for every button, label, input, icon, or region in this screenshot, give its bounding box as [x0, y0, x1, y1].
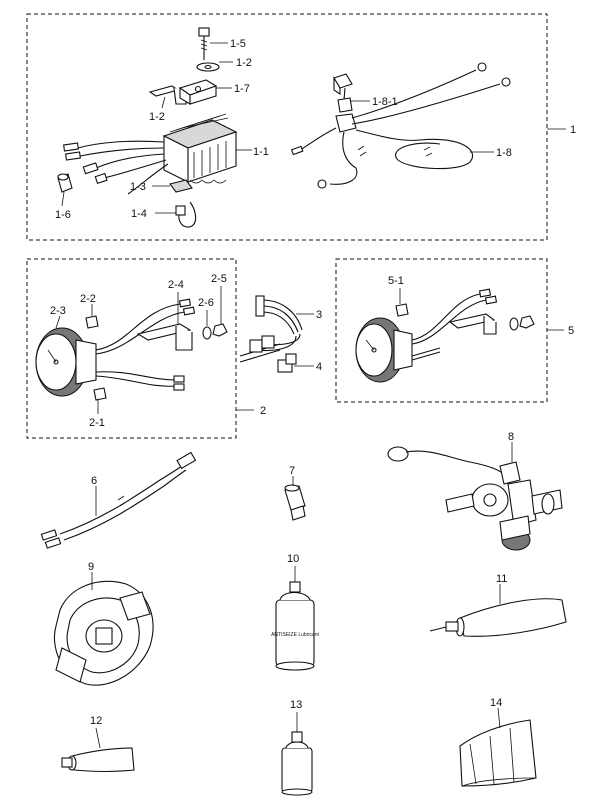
bulb-5-1	[395, 303, 409, 317]
terminal-1-7	[178, 79, 218, 105]
group-5-frame	[335, 258, 548, 403]
callout-13: 13	[290, 699, 302, 711]
bolt-1-5	[198, 27, 210, 60]
pad-1-3	[169, 179, 193, 193]
callout-11: 11	[496, 573, 507, 585]
tube-11	[429, 598, 567, 637]
can-label: ANTISEIZE Lubricant	[271, 632, 319, 638]
group-2-frame	[26, 258, 237, 439]
callout-1-7: 1-7	[234, 83, 250, 95]
washer-1-2-top	[196, 62, 220, 72]
callout-5: 5	[568, 325, 574, 337]
callout-10: 10	[287, 553, 299, 565]
bag-14	[459, 719, 537, 787]
wire-harness-1-8	[290, 62, 511, 189]
callout-2-3: 2-3	[50, 305, 66, 317]
bulb-2-2	[85, 315, 99, 329]
connector-4	[277, 353, 297, 373]
callout-5-1: 5-1	[388, 275, 404, 287]
callout-4: 4	[316, 361, 322, 373]
callout-1-2-top: 1-2	[236, 57, 252, 69]
callout-1-1: 1-1	[253, 146, 269, 158]
can-13	[281, 731, 313, 796]
callout-1-4: 1-4	[131, 208, 147, 220]
rectifier-1-1	[162, 113, 238, 184]
rectifier-wires	[63, 140, 169, 195]
can-10: ANTISEIZE Lubricant	[271, 581, 320, 671]
tester-8	[387, 446, 563, 551]
callout-1-2-left: 1-2	[149, 111, 165, 123]
callout-1-3: 1-3	[130, 181, 146, 193]
callout-3: 3	[316, 309, 322, 321]
callout-2: 2	[260, 405, 266, 417]
callout-1-6: 1-6	[55, 209, 71, 221]
gauge-wires-2	[95, 298, 196, 391]
callout-1: 1	[570, 124, 576, 136]
callout-2-6: 2-6	[198, 297, 214, 309]
callout-1-8-1: 1-8-1	[372, 96, 398, 108]
group-1-frame	[26, 13, 548, 241]
cap-1-6	[57, 173, 73, 193]
plug-7	[284, 484, 306, 521]
callout-14: 14	[490, 697, 502, 709]
cable-6	[40, 451, 197, 549]
callout-1-5: 1-5	[230, 38, 246, 50]
gauge-5	[355, 288, 535, 383]
callout-2-2: 2-2	[80, 293, 96, 305]
callout-2-4: 2-4	[168, 279, 184, 291]
callout-7: 7	[289, 465, 295, 477]
nut-2-5	[212, 323, 228, 337]
clamp-1-4	[175, 201, 197, 228]
callout-1-8: 1-8	[496, 147, 512, 159]
bulb-2-1	[93, 387, 107, 401]
callout-12: 12	[90, 715, 102, 727]
callout-6: 6	[91, 475, 97, 487]
washer-2-6	[202, 326, 212, 340]
clutch-9	[54, 580, 154, 686]
bracket-2-4	[136, 323, 193, 351]
callout-9: 9	[88, 561, 94, 573]
callout-8: 8	[508, 431, 514, 443]
gauge-2-3	[35, 327, 97, 397]
tube-12	[61, 747, 135, 773]
callout-2-1: 2-1	[89, 417, 105, 429]
callout-2-5: 2-5	[211, 273, 227, 285]
harness-3	[239, 295, 303, 363]
